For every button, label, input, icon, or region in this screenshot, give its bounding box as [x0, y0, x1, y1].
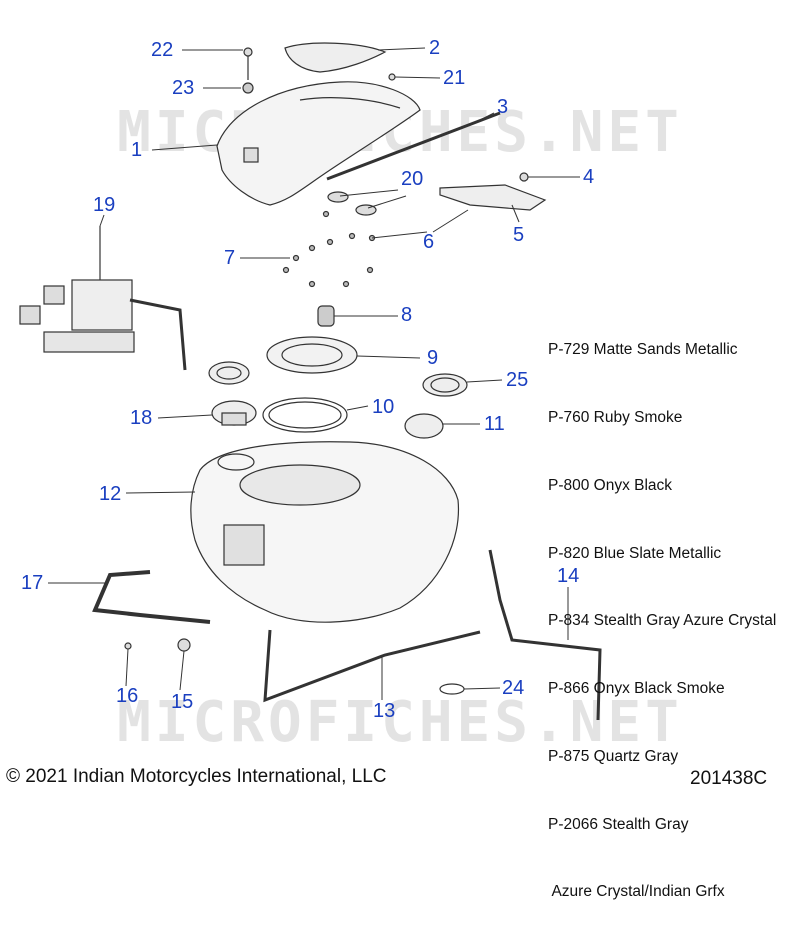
legend-line-6: P-866 Onyx Black Smoke — [548, 680, 725, 698]
callout-12[interactable]: 12 — [99, 483, 122, 505]
part-24-clip — [439, 683, 465, 695]
callout-7[interactable]: 7 — [224, 247, 236, 269]
callout-11[interactable]: 11 — [484, 413, 505, 435]
leader-lines — [48, 47, 580, 700]
callout-9[interactable]: 9 — [427, 347, 439, 369]
callout-25[interactable]: 25 — [506, 369, 529, 391]
part-21-screw — [388, 73, 396, 81]
legend-line-5: P-834 Stealth Gray Azure Crystal — [548, 612, 777, 630]
callout-5[interactable]: 5 — [513, 224, 525, 246]
legend-line-2: P-760 Ruby Smoke — [548, 408, 683, 426]
callout-1[interactable]: 1 — [131, 139, 143, 161]
legend-line-4: P-820 Blue Slate Metallic — [548, 544, 722, 562]
callout-24[interactable]: 24 — [502, 677, 525, 699]
callout-23[interactable]: 23 — [172, 77, 195, 99]
callout-4[interactable]: 4 — [583, 166, 595, 188]
part-15-clamp — [177, 638, 191, 652]
copyright-text: © 2021 Indian Motorcycles International,… — [6, 766, 387, 787]
watermark-bottom: MICROFICHES.NET — [117, 690, 683, 755]
part-11-cap — [404, 413, 444, 439]
part-25-ring — [422, 373, 468, 397]
legend-line-7: P-875 Quartz Gray — [548, 747, 679, 765]
callout-17[interactable]: 17 — [21, 572, 44, 594]
callout-15[interactable]: 15 — [171, 691, 194, 713]
callout-13[interactable]: 13 — [373, 700, 396, 722]
callout-3[interactable]: 3 — [497, 96, 509, 118]
part-7-screws — [282, 210, 376, 288]
part-23-grommet — [242, 82, 254, 94]
part-1-tank-console — [216, 81, 421, 206]
part-20-clip-a — [327, 191, 349, 203]
callout-22[interactable]: 22 — [151, 39, 174, 61]
callout-6[interactable]: 6 — [423, 231, 435, 253]
part-2-panel — [284, 42, 387, 73]
part-5-bracket — [439, 184, 547, 211]
callout-14[interactable]: 14 — [557, 565, 580, 587]
legend-line-1: P-729 Matte Sands Metallic — [548, 341, 738, 359]
callout-20[interactable]: 20 — [401, 168, 424, 190]
part-10-gasket — [262, 397, 348, 433]
part-9-flange — [266, 336, 358, 374]
callout-10[interactable]: 10 — [372, 396, 395, 418]
part-14-vent-line — [488, 549, 602, 721]
part-4-screw — [519, 172, 529, 182]
part-16-screw — [124, 642, 132, 650]
callout-18[interactable]: 18 — [130, 407, 153, 429]
part-13-fuel-line — [263, 629, 481, 703]
callout-2[interactable]: 2 — [429, 37, 441, 59]
legend-line-3: P-800 Onyx Black — [548, 476, 673, 494]
part-8-valve — [317, 305, 335, 327]
part-22-screw — [243, 47, 253, 57]
parts-diagram — [19, 42, 602, 721]
part-17-hose — [92, 570, 211, 624]
callout-21[interactable]: 21 — [443, 67, 466, 89]
callout-19[interactable]: 19 — [93, 194, 116, 216]
part-19-fuel-pump — [19, 226, 187, 371]
callout-16[interactable]: 16 — [116, 685, 139, 707]
callout-8[interactable]: 8 — [401, 304, 413, 326]
paint-code-legend: P-729 Matte Sands Metallic P-760 Ruby Sm… — [548, 294, 776, 927]
legend-line-9: Azure Crystal/Indian Grfx — [548, 883, 725, 901]
diagram-number: 201438C — [690, 768, 768, 789]
legend-line-8: P-2066 Stealth Gray — [548, 815, 689, 833]
